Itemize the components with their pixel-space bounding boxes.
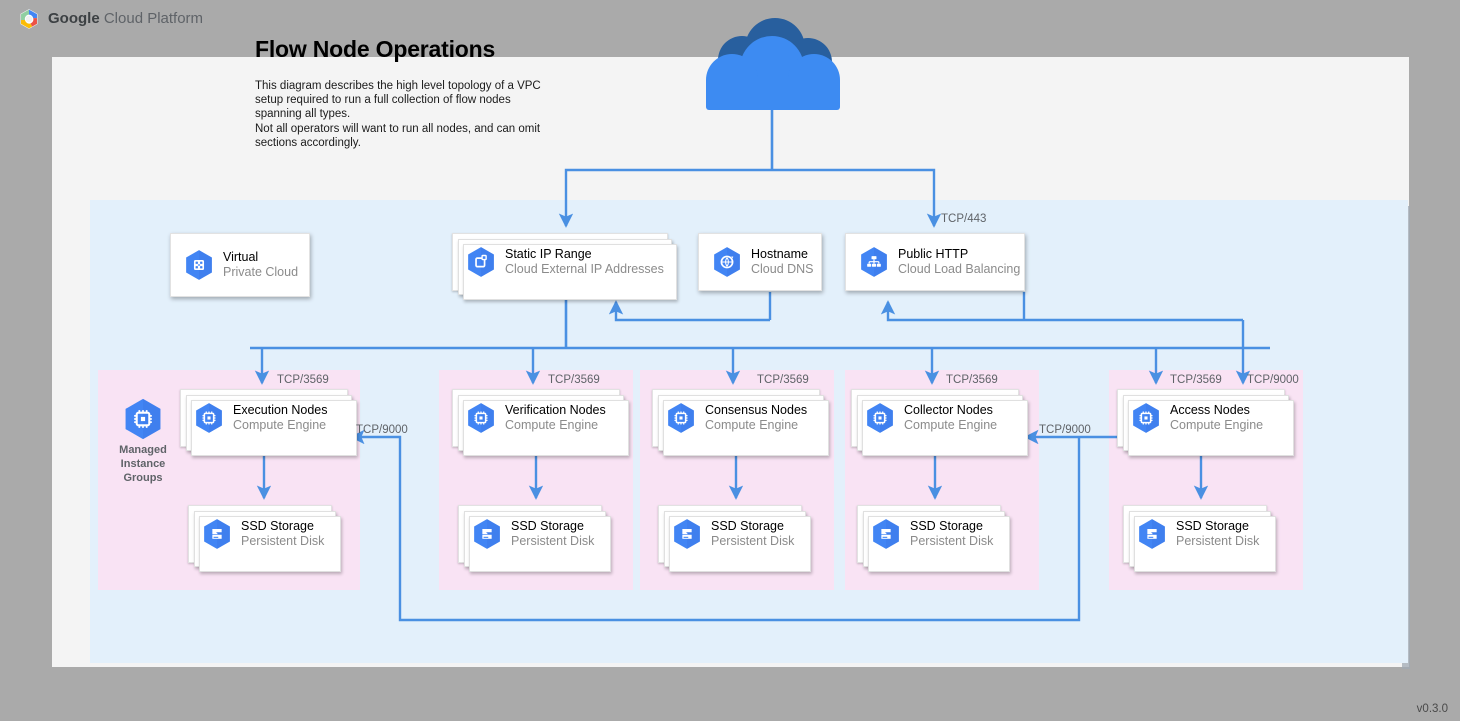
node-title: SSD Storage xyxy=(511,519,584,533)
node-subtitle: Persistent Disk xyxy=(910,534,994,548)
node-subtitle: Cloud DNS xyxy=(751,262,814,276)
gcp-brand-title: Google Cloud Platform xyxy=(48,10,203,27)
node-title: Verification Nodes xyxy=(505,403,606,417)
compute-engine-icon xyxy=(1132,403,1160,434)
port-label-p3569-verif: TCP/3569 xyxy=(548,374,600,386)
managed-instance-group-icon xyxy=(124,398,162,440)
virtual-private-cloud-icon xyxy=(185,250,213,281)
cloud-dns-icon xyxy=(713,247,741,278)
gcp-brand-rest: Cloud Platform xyxy=(99,10,204,27)
node-subtitle: Persistent Disk xyxy=(241,534,325,548)
persistent-disk-icon xyxy=(673,519,701,550)
node-title: SSD Storage xyxy=(910,519,983,533)
compute-engine-icon xyxy=(667,403,695,434)
port-label-p3569-acc: TCP/3569 xyxy=(1170,374,1222,386)
google-cloud-platform-logo-icon xyxy=(20,9,38,29)
cloud-icon xyxy=(680,18,866,114)
port-label-p3569-cons: TCP/3569 xyxy=(757,374,809,386)
node-title: Static IP Range xyxy=(505,247,592,261)
compute-engine-icon xyxy=(467,403,495,434)
port-label-p443: TCP/443 xyxy=(941,213,987,225)
port-label-p9000-acc: TCP/9000 xyxy=(1247,374,1299,386)
node-title: Execution Nodes xyxy=(233,403,328,417)
node-subtitle: Cloud External IP Addresses xyxy=(505,262,664,276)
node-subtitle: Persistent Disk xyxy=(711,534,795,548)
port-label-p3569-coll: TCP/3569 xyxy=(946,374,998,386)
node-title: Public HTTP xyxy=(898,247,969,261)
compute-engine-icon xyxy=(866,403,894,434)
node-subtitle: Compute Engine xyxy=(233,418,327,432)
persistent-disk-icon xyxy=(872,519,900,550)
node-subtitle: Compute Engine xyxy=(1170,418,1264,432)
node-title: SSD Storage xyxy=(711,519,784,533)
port-label-p9000-coll: TCP/9000 xyxy=(1039,424,1091,436)
node-subtitle: Cloud Load Balancing xyxy=(898,262,1021,276)
cloud-load-balancing-icon xyxy=(860,247,888,278)
version-label: v0.3.0 xyxy=(1416,703,1448,715)
compute-engine-icon xyxy=(195,403,223,434)
node-title: SSD Storage xyxy=(241,519,314,533)
node-subtitle: Persistent Disk xyxy=(511,534,595,548)
node-title: SSD Storage xyxy=(1176,519,1249,533)
cloud-external-ip-icon xyxy=(467,247,495,278)
node-title: Virtual xyxy=(223,250,259,264)
persistent-disk-icon xyxy=(1138,519,1166,550)
node-subtitle: Compute Engine xyxy=(505,418,599,432)
node-title: Consensus Nodes xyxy=(705,403,808,417)
node-subtitle: Private Cloud xyxy=(223,265,299,279)
page-title: Flow Node Operations xyxy=(255,36,496,62)
gcp-brand-bold: Google xyxy=(48,10,100,27)
page-description: This diagram describes the high level to… xyxy=(255,80,541,149)
port-label-p3569-exec: TCP/3569 xyxy=(277,374,329,386)
node-title: Hostname xyxy=(751,247,808,261)
node-subtitle: Persistent Disk xyxy=(1176,534,1260,548)
persistent-disk-icon xyxy=(473,519,501,550)
node-subtitle: Compute Engine xyxy=(904,418,998,432)
gcp-header-bar: Google Cloud Platform xyxy=(0,0,1460,37)
node-title: Access Nodes xyxy=(1170,403,1250,417)
node-subtitle: Compute Engine xyxy=(705,418,799,432)
node-title: Collector Nodes xyxy=(904,403,993,417)
port-label-p9000-exec: TCP/9000 xyxy=(356,424,408,436)
persistent-disk-icon xyxy=(203,519,231,550)
